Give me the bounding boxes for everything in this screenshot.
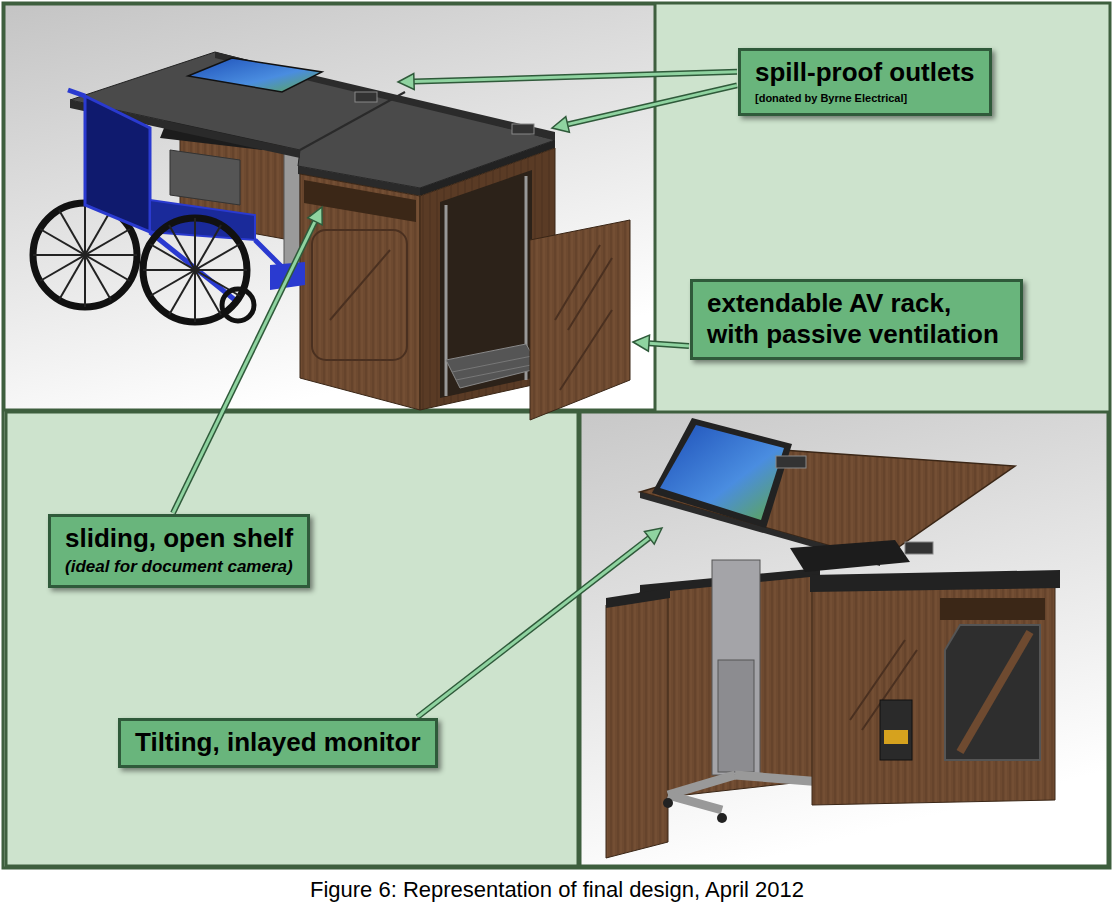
leader-arrow [173,207,322,513]
callout-heading: Tilting, inlayed monitor [135,727,421,758]
figure-caption: Figure 6: Representation of final design… [0,876,1114,904]
leader-arrow [398,72,737,90]
leader-arrow [552,85,737,132]
callout-box: Tilting, inlayed monitor [118,718,438,768]
leader-arrow [418,528,662,717]
callout-heading: spill-proof outlets [755,57,975,88]
callout-note: [donated by Byrne Electrical] [755,91,975,106]
callout-heading: extendable AV rack, with passive ventila… [707,288,1006,350]
callout-box: extendable AV rack, with passive ventila… [690,279,1023,360]
leader-arrow [633,335,689,351]
callout-note: (ideal for document camera) [65,556,293,578]
callout-box: spill-proof outlets [donated by Byrne Ele… [738,48,992,116]
callout-box: sliding, open shelf(ideal for document c… [48,514,310,588]
callout-heading: sliding, open shelf [65,523,293,554]
